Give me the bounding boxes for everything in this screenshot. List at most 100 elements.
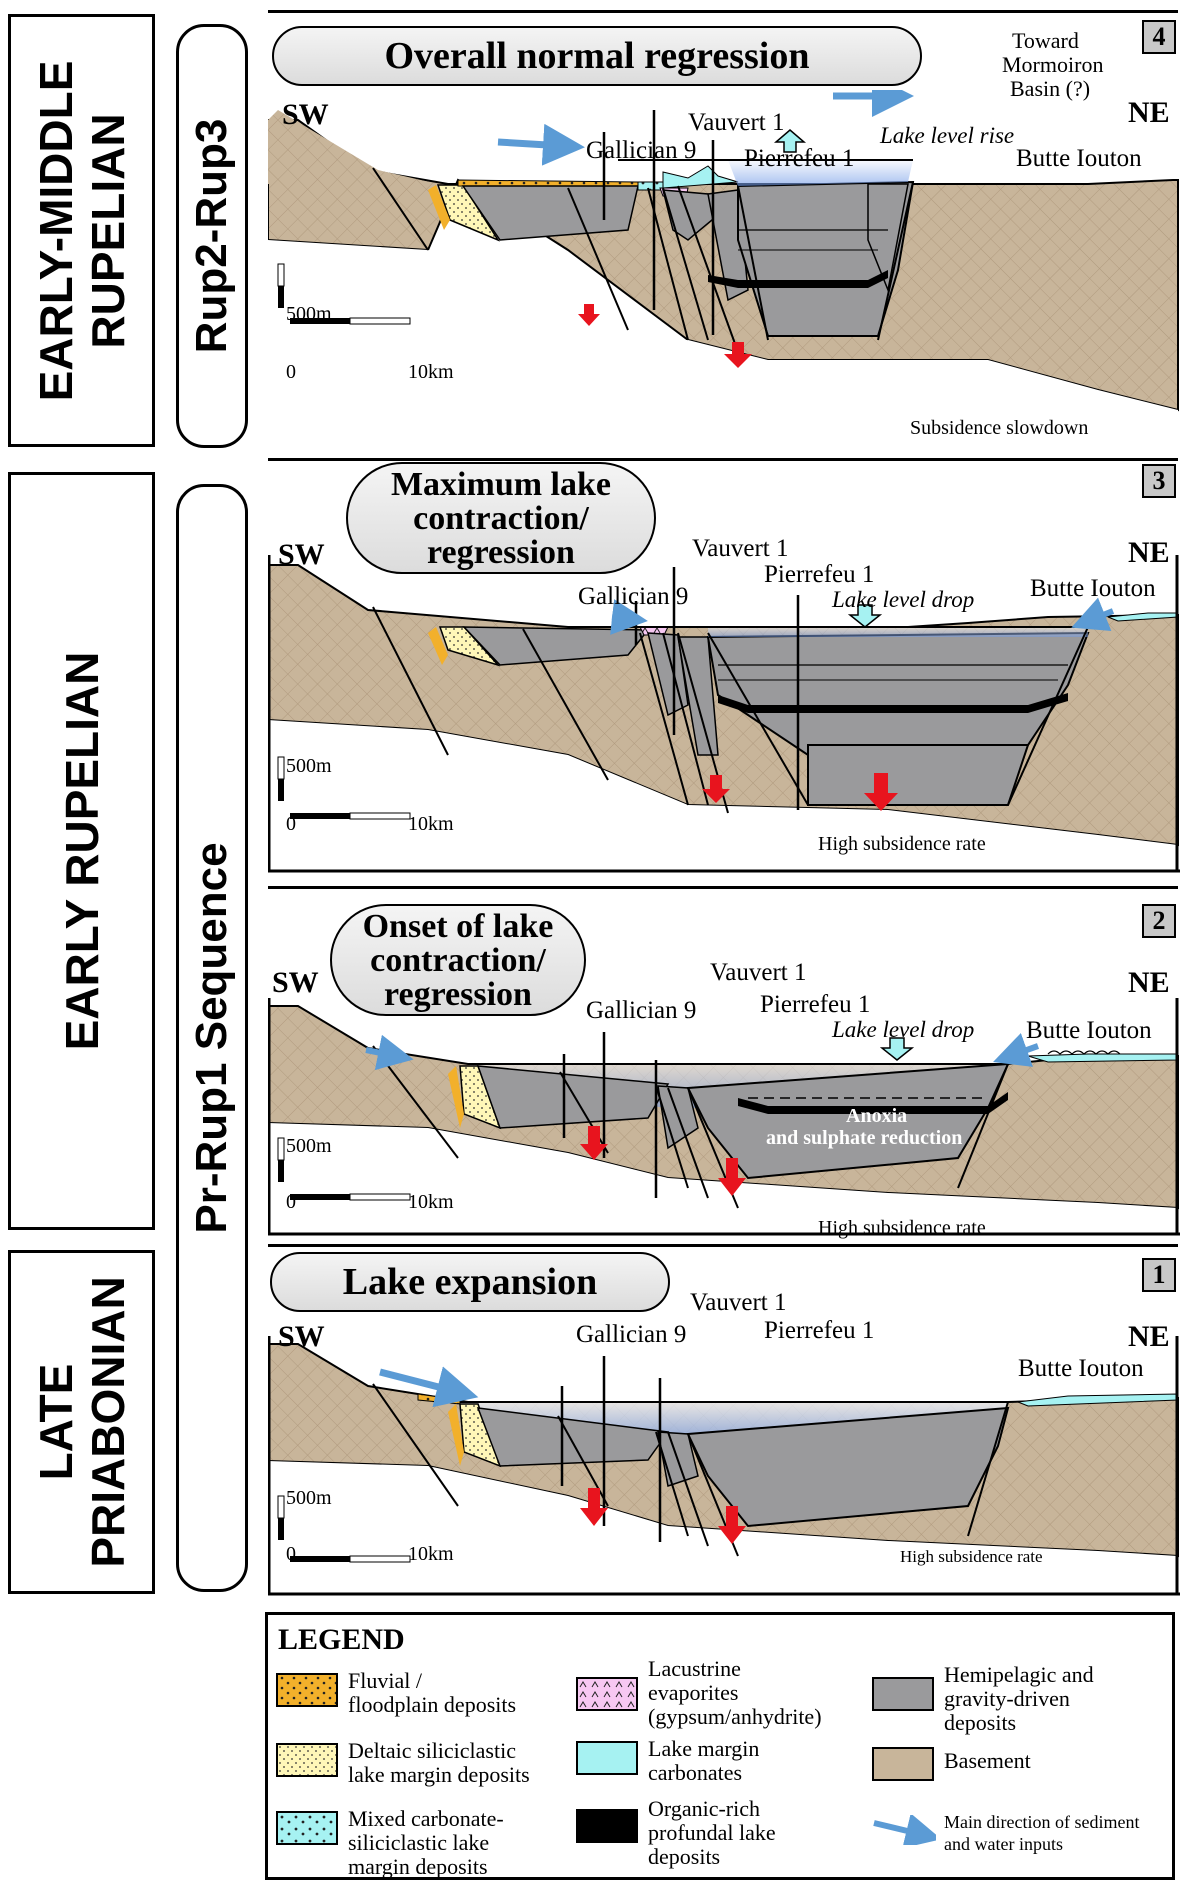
cross-section-panel-1 — [268, 1336, 1180, 1598]
panel-3-top-line — [268, 458, 1178, 461]
age-box-late-priabonian: LATE PRIABONIAN — [8, 1250, 155, 1594]
scale-zero-4: 0 — [286, 361, 296, 383]
subsidence-arrow-left — [580, 1488, 608, 1526]
sw-label-2: SW — [272, 966, 319, 999]
lake-level-rise-arrow — [773, 129, 807, 153]
subsidence-arrow-right — [724, 342, 752, 368]
sequence-label-rup2-rup3: Rup2-Rup3 — [187, 118, 236, 354]
scale-length-3: 10km — [408, 813, 454, 835]
anoxia-label-line2: and sulphate reduction — [766, 1127, 963, 1149]
gallician-label-1: Gallician 9 — [576, 1321, 687, 1348]
stage-number-4: 4 — [1142, 20, 1176, 54]
butte-label-1: Butte Iouton — [1018, 1355, 1144, 1382]
sediment-input-arrow — [610, 599, 648, 635]
butte-label-4: Butte Iouton — [1016, 145, 1142, 172]
lake-water — [708, 627, 1088, 637]
legend-swatch-mixed — [276, 1811, 338, 1845]
age-label-late-priabonian: LATE PRIABONIAN — [29, 1276, 134, 1568]
subsidence-arrow-right — [718, 1506, 746, 1544]
butte-label-3: Butte Iouton — [1030, 575, 1156, 602]
lake-level-drop-arrow — [847, 604, 883, 628]
ne-label-3: NE — [1128, 536, 1170, 569]
scale-length-2: 10km — [408, 1191, 454, 1213]
panel-3-title: Maximum lake contraction/ regression — [346, 462, 656, 574]
gallician-label-2: Gallician 9 — [586, 997, 697, 1024]
lake-level-drop-arrow — [879, 1037, 915, 1061]
pierrefeu-label-3: Pierrefeu 1 — [764, 561, 875, 588]
scale-height-1: 500m — [286, 1487, 332, 1509]
panel-1-top-line — [268, 1244, 1178, 1247]
subsidence-label-1: High subsidence rate — [900, 1547, 1043, 1566]
sw-label-3: SW — [278, 538, 325, 571]
scale-zero-2: 0 — [286, 1191, 296, 1213]
sw-label-4: SW — [282, 98, 329, 131]
subsidence-label-3: High subsidence rate — [818, 833, 986, 855]
gallician-label-3: Gallician 9 — [578, 583, 689, 610]
panel-4-top-line — [268, 10, 1178, 13]
vauvert-label-1: Vauvert 1 — [690, 1289, 787, 1316]
hemipelagic-main — [686, 1406, 1010, 1528]
sw-label-1: SW — [278, 1320, 325, 1353]
legend-arrow-icon — [873, 1815, 936, 1845]
panel-2-title: Onset of lake contraction/ regression — [330, 904, 586, 1016]
hemipelagic-block-1 — [647, 632, 689, 717]
cross-section-panel-2 — [268, 998, 1180, 1238]
hemipelagic-block-1 — [662, 189, 719, 241]
pierrefeu-label-4: Pierrefeu 1 — [744, 145, 855, 172]
organic-layer — [738, 1092, 1008, 1114]
scale-height-2: 500m — [286, 1135, 332, 1157]
vauvert-label-3: Vauvert 1 — [692, 535, 789, 562]
legend-swatch-organic — [576, 1809, 638, 1843]
scale-length-4: 10km — [408, 361, 454, 383]
stage-number-3: 3 — [1142, 464, 1176, 498]
age-box-early-middle-rupelian: EARLY-MIDDLE RUPELIAN — [8, 14, 155, 447]
hemipelagic-west — [461, 185, 639, 241]
sediment-input-arrow — [365, 1034, 414, 1071]
stage-number-1: 1 — [1142, 1258, 1176, 1292]
gallician-label-4: Gallician 9 — [586, 137, 697, 164]
pierrefeu-label-2: Pierrefeu 1 — [760, 991, 871, 1018]
sediment-input-arrow — [497, 123, 585, 166]
lake-margin-carbonate — [1027, 1053, 1179, 1063]
legend-swatch-basement — [872, 1747, 934, 1781]
toward-label-line1: Toward — [1012, 28, 1079, 53]
cross-section-panel-4 — [268, 90, 1179, 444]
organic-layer — [718, 693, 1068, 713]
legend-title: LEGEND — [278, 1623, 405, 1656]
organic-layer — [708, 270, 888, 288]
mixed-carbonate — [637, 181, 664, 191]
lake-level-label-3: Lake level drop — [832, 587, 975, 612]
subsidence-label-2: High subsidence rate — [818, 1217, 986, 1239]
subsidence-arrow-left — [702, 775, 730, 803]
butte-label-2: Butte Iouton — [1026, 1017, 1152, 1044]
hemipelagic-west — [462, 626, 650, 666]
panel-2-top-line — [268, 886, 1178, 889]
scale-height-3: 500m — [286, 755, 332, 777]
vauvert-label-2: Vauvert 1 — [710, 959, 807, 986]
legend-swatch-carbonates — [576, 1741, 638, 1775]
toward-label-line2: Mormoiron — [1002, 52, 1104, 77]
subsidence-arrow-left — [580, 1126, 608, 1160]
scale-zero-1: 0 — [286, 1543, 296, 1565]
sequence-label-pr-rup1: Pr-Rup1 Sequence — [187, 842, 236, 1234]
lake-water — [728, 160, 913, 186]
vauvert-label-4: Vauvert 1 — [688, 109, 785, 136]
sequence-box-pr-rup1: Pr-Rup1 Sequence — [176, 484, 248, 1592]
ne-label-1: NE — [1128, 1320, 1170, 1353]
deltaic-wedge — [436, 184, 500, 242]
legend-swatch-fluvial — [276, 1673, 338, 1707]
sediment-input-arrow-east — [1071, 597, 1115, 632]
subsidence-arrow-left — [578, 304, 600, 326]
deltaic-wedge — [438, 626, 501, 667]
stage-number-2: 2 — [1142, 904, 1176, 938]
legend-swatch-hemipelagic — [872, 1677, 934, 1711]
ne-label-2: NE — [1128, 966, 1170, 999]
toward-label-line3: Basin (?) — [1010, 76, 1091, 101]
legend: LEGEND Fluvial /floodplain deposits Delt… — [265, 1612, 1175, 1880]
subsidence-arrow-right — [864, 773, 898, 811]
legend-swatch-evaporites — [576, 1677, 638, 1711]
cross-section-panel-3 — [268, 555, 1180, 875]
age-box-early-rupelian: EARLY RUPELIAN — [8, 472, 155, 1230]
pierrefeu-label-1: Pierrefeu 1 — [764, 1317, 875, 1344]
ne-label-4: NE — [1128, 96, 1170, 129]
